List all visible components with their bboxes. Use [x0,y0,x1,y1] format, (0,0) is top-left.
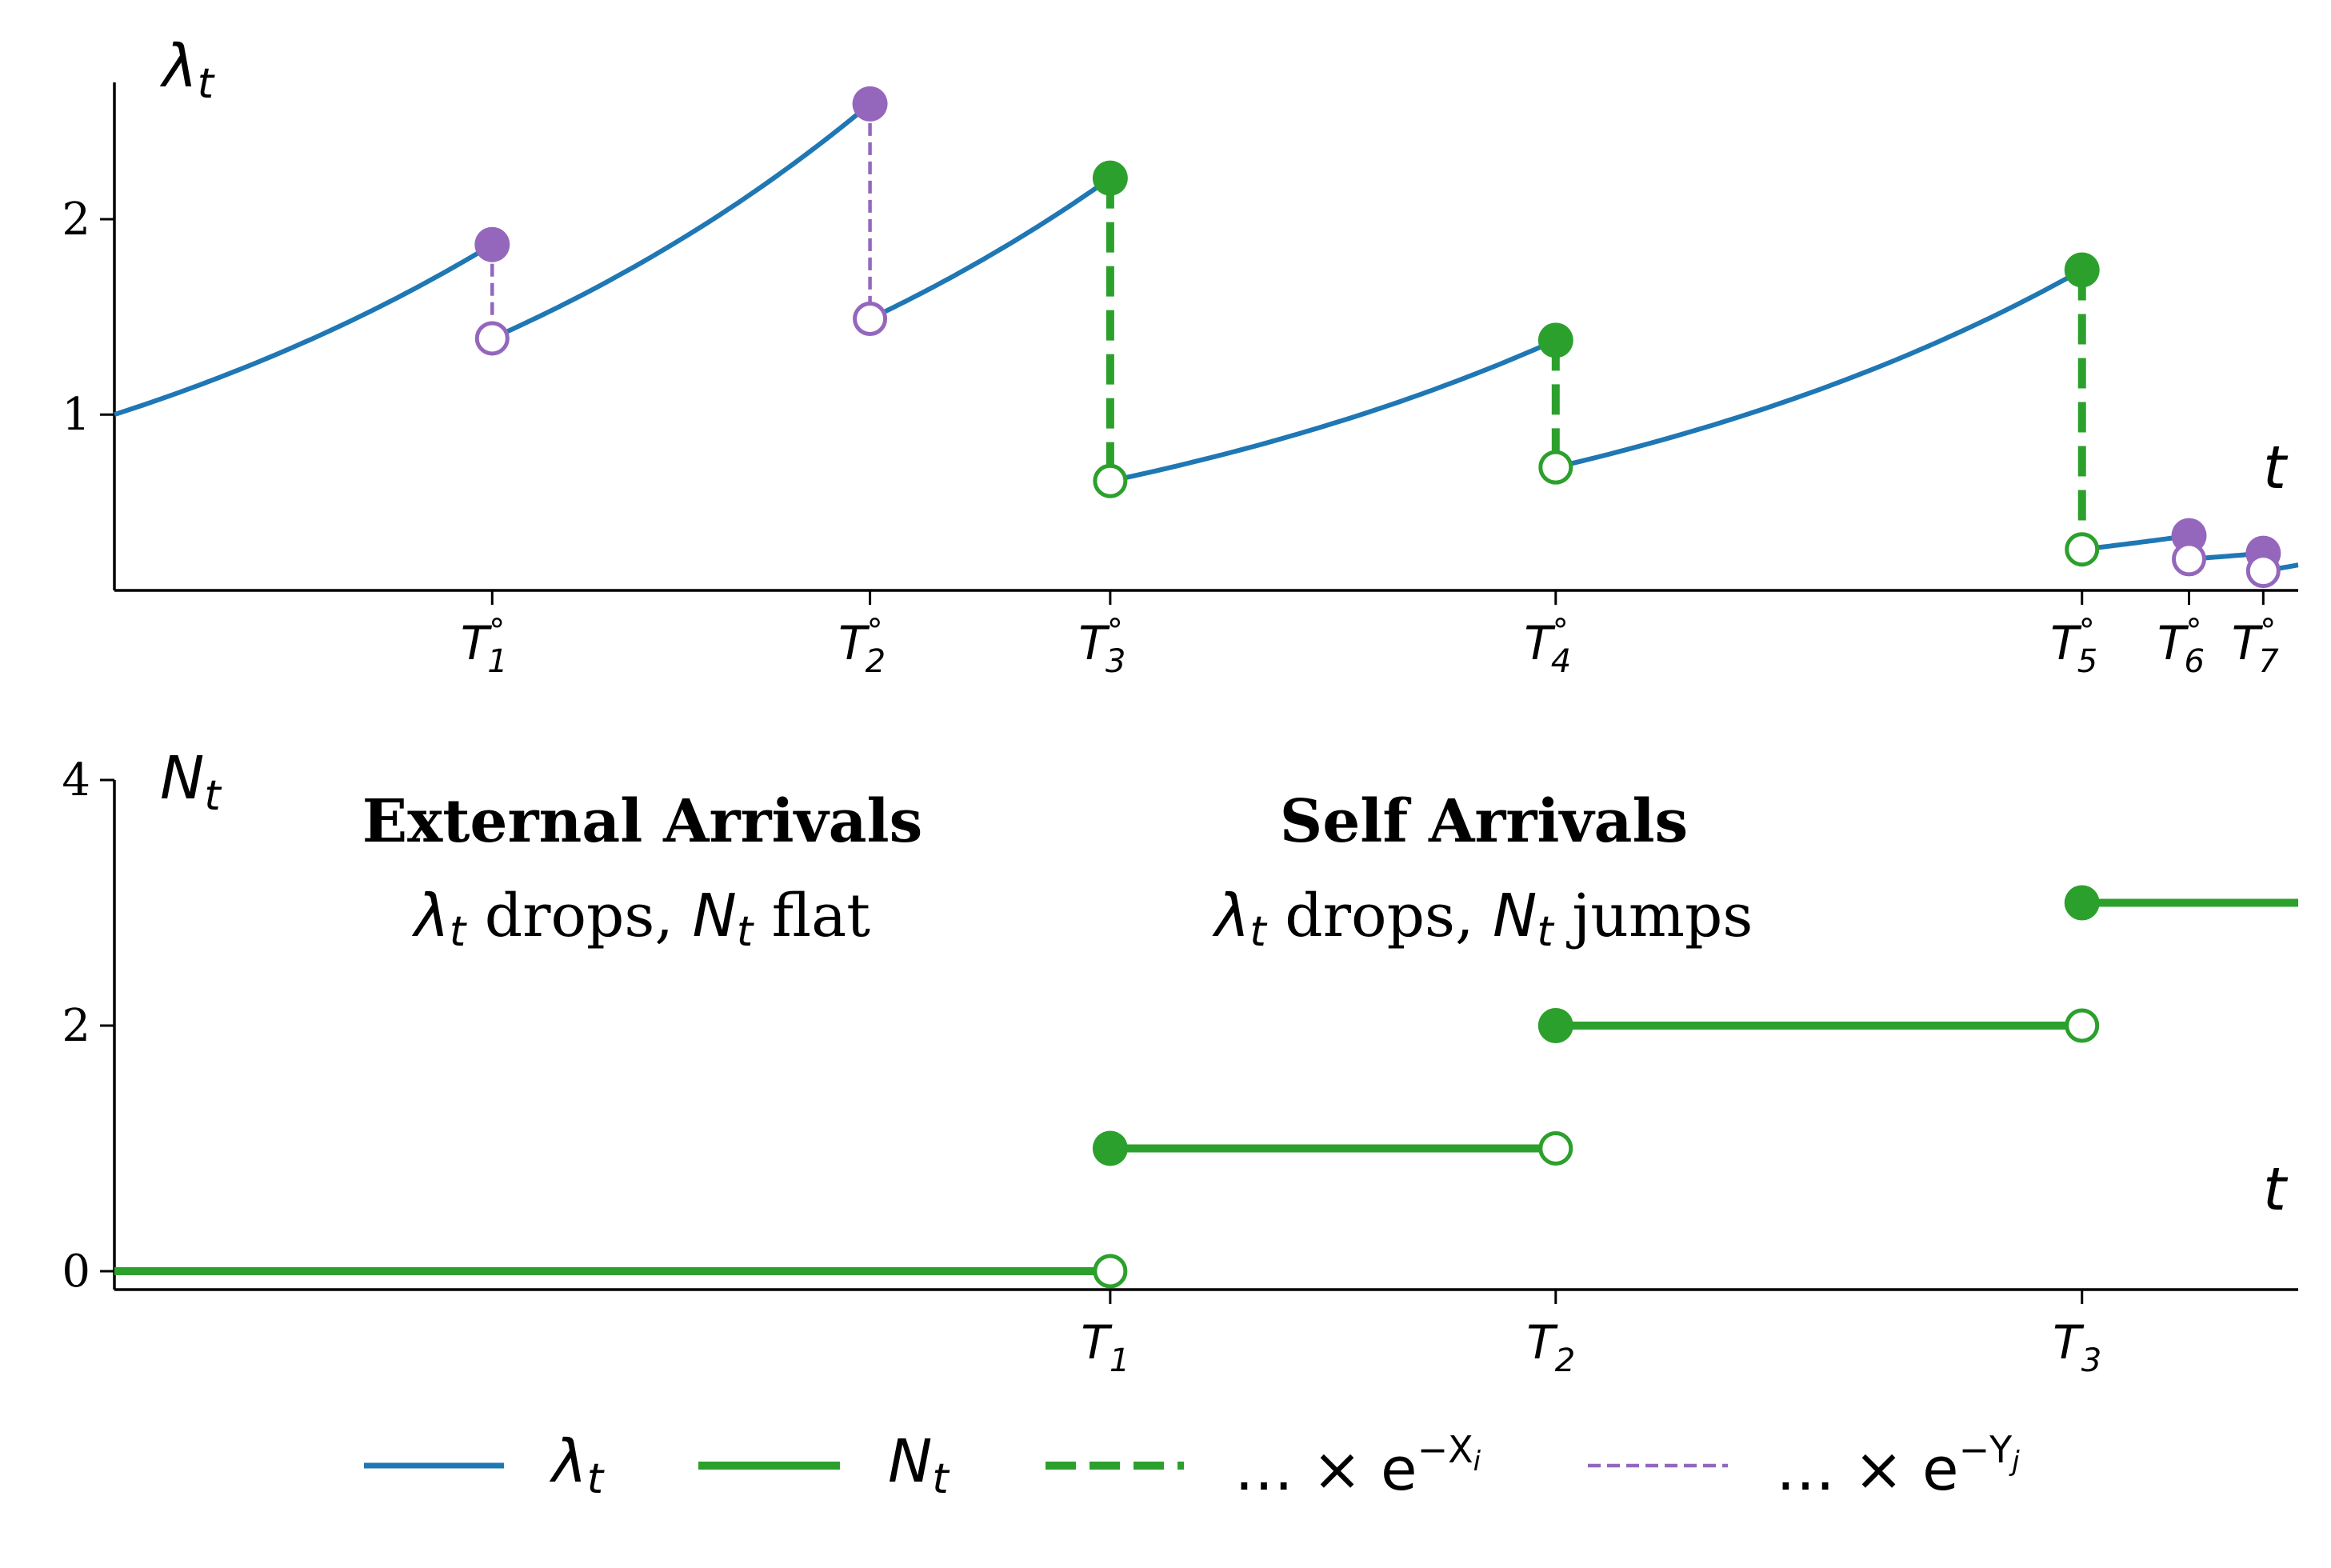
top-xtick-label: T°7 [2232,613,2279,680]
bottom-xlabel: t [2263,1155,2289,1224]
top-xtick-label: T°6 [2157,613,2205,680]
jump-before-marker [852,86,888,122]
annotation-self-title: Self Arrivals [1280,787,1688,856]
bottom-xticks: T1 T2 T3 [1081,1290,2101,1379]
step-start-marker [2064,885,2100,921]
legend-label-lambda: λt [549,1427,605,1503]
jump-after-marker [2245,554,2281,589]
jump-after-marker [1538,450,1573,485]
jump-before-marker [1537,322,1573,358]
intensity-curve [114,102,2299,574]
jump-before-marker [2064,252,2100,288]
intensity-segment [1110,338,1557,484]
top-ytick-label: 2 [62,194,90,246]
intensity-segment [869,176,1112,322]
intensity-segment [491,102,872,341]
top-xlabel: t [2263,434,2289,502]
legend: λt Nt … × e−Xi … × e−Yj [364,1427,2020,1504]
annotation-self-subtitle: λt drops, Nt jumps [1212,882,1753,956]
counting-steps [114,885,2298,1289]
jump-after-marker [853,302,888,337]
legend-item-self-jump: … × e−Xi [1046,1428,1481,1504]
legend-item-N: Nt [698,1427,950,1503]
jump-before-marker [1092,160,1128,196]
bottom-xtick-label: T2 [1526,1315,1575,1379]
annotation-external-title: External Arrivals [362,787,923,856]
top-xtick-label: T°1 [461,613,508,680]
jump-after-marker [474,321,510,356]
bottom-ytick-label: 0 [62,1246,90,1298]
top-ytick-label: 1 [62,389,90,441]
legend-label-self-jump: … × e−Xi [1234,1428,1481,1504]
bottom-yticks: 0 2 4 [62,754,114,1298]
jump-after-marker [2065,532,2100,567]
step-start-marker [1537,1007,1573,1043]
bottom-ylabel: Nt [160,744,222,820]
intensity-segment [2081,533,2189,552]
top-xtick-label: T°3 [1078,613,1126,680]
top-xticks: T°1 T°2 T°3 T°4 T°5 T°6 T°7 [461,590,2279,680]
annotation-external-subtitle: λt drops, Nt flat [411,882,870,956]
jump-after-marker [1093,463,1128,498]
counting-panel: Nt t 0 2 4 T1 T2 T3 External Arrivals λt dro… [62,744,2298,1379]
bottom-ytick-label: 2 [62,1000,90,1052]
intensity-segment [1555,267,2084,470]
step-start-marker [1092,1130,1128,1166]
intensity-jumps [474,86,2281,589]
intensity-segment [114,242,494,418]
top-ylabel: λt [159,32,215,108]
legend-label-N: Nt [888,1427,950,1503]
jump-before-marker [474,226,510,262]
top-xtick-label: T°5 [2050,613,2097,680]
step-end-marker [2065,1008,2100,1043]
legend-label-external-jump: … × e−Yj [1776,1428,2020,1504]
bottom-xtick-label: T3 [2053,1315,2101,1379]
top-yticks: 12 [62,194,114,441]
legend-item-external-jump: … × e−Yj [1588,1428,2020,1504]
jump-after-marker [2172,542,2206,577]
bottom-ytick-label: 4 [62,754,90,806]
top-xtick-label: T°4 [1524,613,1571,680]
step-end-marker [1093,1254,1128,1289]
legend-item-lambda: λt [364,1427,605,1503]
step-end-marker [1538,1130,1573,1166]
top-xtick-label: T°2 [838,613,886,680]
bottom-xtick-label: T1 [1081,1315,1130,1379]
